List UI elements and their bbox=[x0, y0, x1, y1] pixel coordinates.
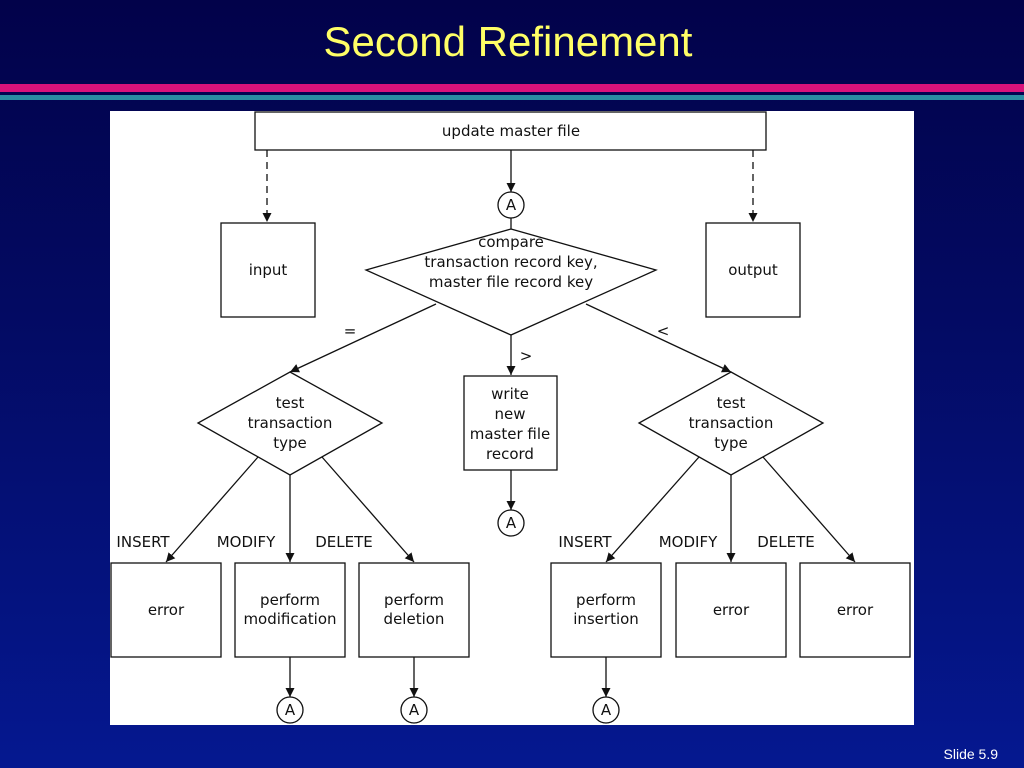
perform-modification-line-2: modification bbox=[243, 610, 336, 628]
left-modify-label: MODIFY bbox=[217, 533, 276, 551]
greater-branch-label: > bbox=[520, 347, 533, 365]
test-left-line-1: test bbox=[276, 394, 305, 412]
update-master-file-box bbox=[254, 111, 767, 151]
error-right-label: error bbox=[837, 601, 874, 619]
compare-line-3: master file record key bbox=[429, 273, 593, 291]
test-left-line-2: transaction bbox=[248, 414, 333, 432]
perform-modification-box bbox=[234, 562, 346, 658]
test-right-line-2: transaction bbox=[689, 414, 774, 432]
flowchart-panel: update master file input output A compar… bbox=[110, 111, 914, 725]
arrow-right-delete bbox=[762, 456, 856, 563]
connector-a-modification-label: A bbox=[285, 701, 296, 719]
arrow-left-delete bbox=[321, 456, 415, 563]
error-middle-right-label: error bbox=[713, 601, 750, 619]
write-line-2: new bbox=[494, 405, 525, 423]
compare-line-2: transaction record key, bbox=[424, 253, 597, 271]
test-right-line-3: type bbox=[714, 434, 748, 452]
test-right-line-1: test bbox=[717, 394, 746, 412]
flowchart: update master file input output A compar… bbox=[110, 111, 911, 724]
test-left-line-3: type bbox=[273, 434, 307, 452]
perform-insertion-line-1: perform bbox=[576, 591, 636, 609]
perform-insertion-line-2: insertion bbox=[573, 610, 639, 628]
arrow-right-insert bbox=[605, 456, 700, 563]
output-label: output bbox=[728, 261, 778, 279]
error-box-middle-right bbox=[675, 562, 787, 658]
write-record-box bbox=[463, 375, 558, 471]
arrow-left-insert bbox=[165, 456, 259, 563]
output-box bbox=[705, 222, 801, 318]
right-modify-label: MODIFY bbox=[659, 533, 718, 551]
connector-a-write-label: A bbox=[506, 514, 517, 532]
perform-deletion-line-2: deletion bbox=[384, 610, 445, 628]
error-box-right bbox=[799, 562, 911, 658]
perform-modification-line-1: perform bbox=[260, 591, 320, 609]
perform-deletion-line-1: perform bbox=[384, 591, 444, 609]
connector-a-modification bbox=[276, 696, 304, 724]
update-master-file-label: update master file bbox=[442, 122, 580, 140]
perform-deletion-box bbox=[358, 562, 470, 658]
input-label: input bbox=[249, 261, 288, 279]
slide-title: Second Refinement bbox=[323, 18, 693, 65]
equal-branch-arrow bbox=[289, 303, 437, 373]
less-branch-label: < bbox=[657, 322, 670, 340]
left-delete-label: DELETE bbox=[315, 533, 373, 551]
connector-a-deletion bbox=[400, 696, 428, 724]
left-insert-label: INSERT bbox=[116, 533, 170, 551]
right-delete-label: DELETE bbox=[757, 533, 815, 551]
connector-a-insertion bbox=[592, 696, 620, 724]
perform-insertion-box bbox=[550, 562, 662, 658]
connector-a-top-label: A bbox=[506, 196, 517, 214]
right-insert-label: INSERT bbox=[558, 533, 612, 551]
connector-a-insertion-label: A bbox=[601, 701, 612, 719]
error-left-label: error bbox=[148, 601, 185, 619]
input-box bbox=[220, 222, 316, 318]
less-branch-arrow bbox=[585, 303, 732, 373]
pink-divider bbox=[0, 84, 1024, 92]
compare-line-1: compare bbox=[478, 233, 544, 251]
equal-branch-label: = bbox=[344, 322, 357, 340]
connector-a-write bbox=[497, 509, 525, 537]
connector-a-deletion-label: A bbox=[409, 701, 420, 719]
error-box-left bbox=[110, 562, 222, 658]
write-line-1: write bbox=[491, 385, 529, 403]
slide-number: Slide 5.9 bbox=[943, 746, 998, 762]
teal-divider bbox=[0, 95, 1024, 100]
write-line-3: master file bbox=[470, 425, 551, 443]
write-line-4: record bbox=[486, 445, 534, 463]
